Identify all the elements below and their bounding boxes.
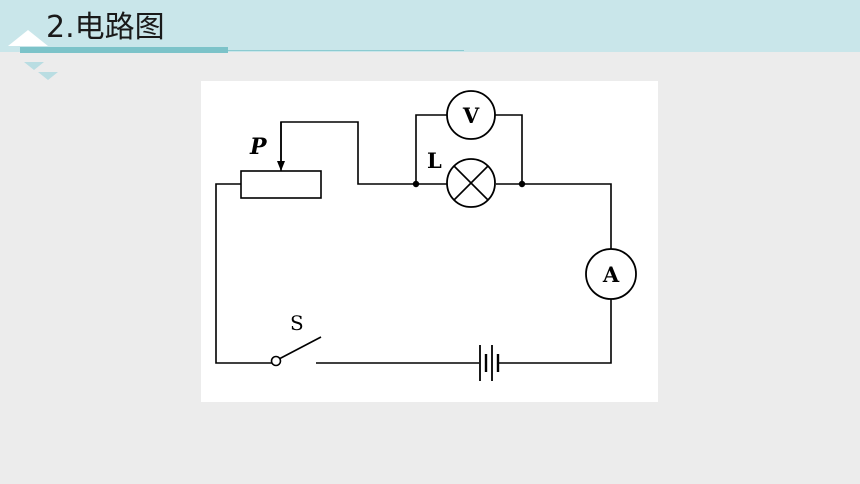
ammeter [585, 248, 637, 300]
lamp-cross-2 [453, 165, 489, 201]
wire-voltmeter-left [415, 114, 447, 184]
wire-bottom-right [497, 299, 612, 364]
label-l: L [427, 148, 442, 173]
circuit-diagram-panel: P L V A S [201, 81, 658, 402]
label-v: V [462, 103, 480, 128]
label-a: A [602, 262, 620, 287]
switch-contact [270, 355, 282, 367]
junction-right [518, 180, 526, 188]
voltmeter [446, 90, 496, 140]
circuit-wires [215, 114, 612, 364]
rheostat [240, 170, 322, 199]
header-accent-line [20, 47, 228, 53]
wire-right-top [522, 183, 612, 249]
switch-blade [278, 336, 322, 360]
junction-left [412, 180, 420, 188]
deco-chevron-1 [24, 62, 44, 70]
wire-left [215, 183, 272, 364]
header-thin-line [228, 50, 464, 51]
deco-triangle-up [8, 30, 48, 46]
label-s: S [290, 311, 304, 335]
header-band [0, 0, 860, 52]
label-p: P [249, 134, 268, 160]
header-decoration [8, 30, 58, 80]
page-title: 2.电路图 [46, 10, 165, 45]
slider-arrow-head [277, 161, 285, 171]
wire-voltmeter-right [495, 114, 523, 184]
deco-chevron-2 [38, 72, 58, 80]
circuit-diagram: P L V A S [215, 90, 637, 381]
